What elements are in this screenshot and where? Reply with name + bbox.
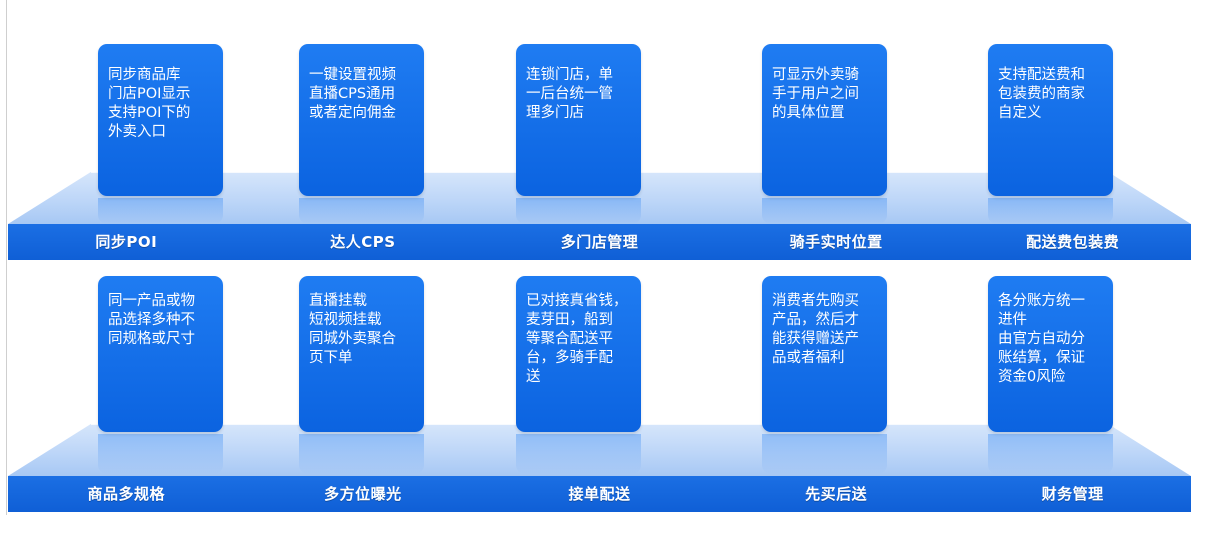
card-reflection — [762, 198, 887, 224]
feature-card-buy-then-gift: 消费者先购买 产品，然后才 能获得赠送产 品或者福利 — [762, 276, 887, 432]
feature-card-influencer-cps: 一键设置视频 直播CPS通用 或者定向佣金 — [299, 44, 424, 196]
left-border-line — [6, 0, 7, 515]
feature-label-rider-location: 骑手实时位置 — [789, 233, 883, 251]
feature-label-band: 商品多规格 多方位曝光 接单配送 先买后送 财务管理 — [8, 476, 1191, 512]
feature-card-finance: 各分账方统一 进件 由官方自动分 账结算，保证 资金0风险 — [988, 276, 1113, 432]
card-reflection — [98, 434, 223, 474]
feature-card-delivery-packaging-fee: 支持配送费和 包装费的商家 自定义 — [988, 44, 1113, 196]
feature-label-delivery-packaging-fee: 配送费包装费 — [1026, 233, 1120, 251]
shelf-platform — [8, 424, 1191, 476]
card-reflection — [299, 198, 424, 224]
card-reflection — [516, 434, 641, 474]
card-reflection — [98, 198, 223, 224]
card-reflection — [762, 434, 887, 474]
feature-label-multi-exposure: 多方位曝光 — [324, 485, 402, 503]
feature-label-order-delivery: 接单配送 — [568, 485, 631, 503]
card-reflection — [299, 434, 424, 474]
feature-shelf-bottom: 同一产品或物 品选择多种不 同规格或尺寸 直播挂载 短视频挂载 同城外卖聚合 页… — [8, 264, 1191, 512]
feature-label-multi-store: 多门店管理 — [560, 233, 639, 251]
feature-label-buy-then-gift: 先买后送 — [805, 485, 868, 503]
feature-label-influencer-cps: 达人CPS — [330, 233, 396, 251]
card-reflection — [516, 198, 641, 224]
feature-label-multi-spec: 商品多规格 — [87, 485, 166, 503]
feature-shelf-top: 同步商品库 门店POI显示 支持POI下的 外卖入口 一键设置视频 直播CPS通… — [8, 12, 1191, 260]
feature-card-rider-location: 可显示外卖骑 手于用户之间 的具体位置 — [762, 44, 887, 196]
card-reflection — [988, 434, 1113, 474]
feature-card-multi-spec: 同一产品或物 品选择多种不 同规格或尺寸 — [98, 276, 223, 432]
card-reflection — [988, 198, 1113, 224]
feature-label-finance: 财务管理 — [1041, 485, 1104, 503]
feature-label-band: 同步POI 达人CPS 多门店管理 骑手实时位置 配送费包装费 — [8, 224, 1191, 260]
feature-card-order-delivery: 已对接真省钱， 麦芽田，船到 等聚合配送平 台，多骑手配 送 — [516, 276, 641, 432]
feature-label-sync-poi: 同步POI — [95, 233, 158, 251]
feature-card-multi-exposure: 直播挂载 短视频挂载 同城外卖聚合 页下单 — [299, 276, 424, 432]
feature-card-sync-poi: 同步商品库 门店POI显示 支持POI下的 外卖入口 — [98, 44, 223, 196]
feature-card-multi-store: 连锁门店，单 一后台统一管 理多门店 — [516, 44, 641, 196]
